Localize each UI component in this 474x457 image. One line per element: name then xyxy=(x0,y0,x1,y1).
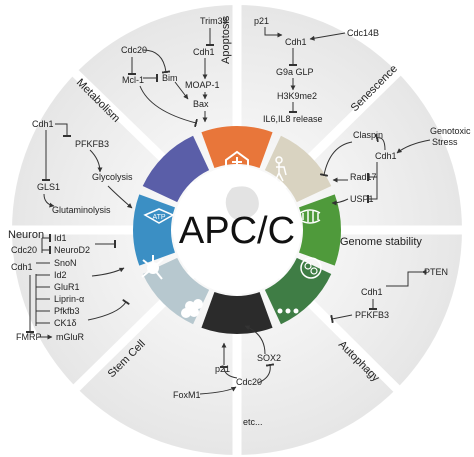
p21-node: p21 xyxy=(254,16,269,26)
gls1-node: GLS1 xyxy=(37,182,60,192)
il6-release-node: IL6,IL8 release xyxy=(263,114,323,124)
metabolism-atp-icon: ATP xyxy=(143,208,175,224)
cdh1-node: Cdh1 xyxy=(11,262,33,272)
claspin-node: Claspin xyxy=(353,130,383,140)
apoptosis-ring-segment xyxy=(201,125,273,168)
genome-stability-pathway: Claspin Genotoxic Stress Cdh1 Rad17 USP1… xyxy=(319,126,471,248)
apoptosis-pathway: Trim39 Cdc20 Cdh1 Mcl-1 Bim MOAP-1 Bax A… xyxy=(121,15,232,128)
mglur-node: mGluR xyxy=(56,332,85,342)
senescence-ring-segment xyxy=(264,135,332,203)
usp1-node: USP1 xyxy=(350,194,374,204)
atp-label: ATP xyxy=(152,214,165,221)
cdh1-node: Cdh1 xyxy=(375,151,397,161)
ellipsis-icon xyxy=(277,308,299,314)
glur1-node: GluR1 xyxy=(54,282,80,292)
glutaminolysis-node: Glutaminolysis xyxy=(52,205,111,215)
snon-node: SnoN xyxy=(54,258,77,268)
sox2-node: SOX2 xyxy=(257,353,281,363)
g9a-glp-node: G9a GLP xyxy=(276,67,314,77)
ck1d-node: CK1δ xyxy=(54,318,77,328)
cdh1-node: Cdh1 xyxy=(285,37,307,47)
pfkfb3-node: PFKFB3 xyxy=(355,310,389,320)
cdh1-node: Cdh1 xyxy=(32,119,54,129)
cdc20-node: Cdc20 xyxy=(11,245,37,255)
apoptosis-icon xyxy=(225,150,249,175)
genome-stability-ring-segment xyxy=(299,194,341,266)
senescence-icon xyxy=(274,156,287,182)
id1-node: Id1 xyxy=(54,233,67,243)
rad17-node: Rad17 xyxy=(350,172,377,182)
mcl1-node: Mcl-1 xyxy=(122,75,144,85)
genome-stability-icon xyxy=(299,209,321,224)
bim-node: Bim xyxy=(162,73,178,83)
cdc20-node: Cdc20 xyxy=(121,45,147,55)
h3k9me2-node: H3K9me2 xyxy=(277,91,317,101)
cdc20-node: Cdc20 xyxy=(236,377,262,387)
liprin-node: Liprin-α xyxy=(54,294,84,304)
foxm1-node: FoxM1 xyxy=(173,390,201,400)
neurod2-node: NeuroD2 xyxy=(54,245,90,255)
cdh1-node: Cdh1 xyxy=(361,287,383,297)
center-disc xyxy=(173,166,301,294)
pfkfb3-node: Pfkfb3 xyxy=(54,306,80,316)
cdc14b-node: Cdc14B xyxy=(347,28,379,38)
autophagy-icon xyxy=(300,257,322,279)
center-shadow-shape xyxy=(225,186,259,220)
apoptosis-label: Apoptosis xyxy=(220,15,232,64)
neuron-pathway: Neuron Cdc20 Id1 NeuroD2 Cdh1 SnoN Id2 G… xyxy=(8,229,130,342)
cdh1-node: Cdh1 xyxy=(193,47,215,57)
pten-node: PTEN xyxy=(424,267,448,277)
id2-node: Id2 xyxy=(54,270,67,280)
trim39-node: Trim39 xyxy=(200,16,228,26)
pfkfb3-node: PFKFB3 xyxy=(75,139,109,149)
fmrp-node: FMRP xyxy=(16,332,42,342)
neuron-icon xyxy=(141,255,164,280)
stress-node: Stress xyxy=(432,137,458,147)
bax-node: Bax xyxy=(193,99,209,109)
neuron-ring-segment xyxy=(133,194,175,266)
moap1-node: MOAP-1 xyxy=(185,80,220,90)
glycolysis-node: Glycolysis xyxy=(92,172,133,182)
neuron-label: Neuron xyxy=(8,229,44,241)
p21-node: p21 xyxy=(215,364,230,374)
genotoxic-node: Genotoxic xyxy=(430,126,471,136)
metabolism-ring-segment xyxy=(142,135,210,203)
center-label: APC/C xyxy=(179,210,295,252)
etc-label: etc... xyxy=(243,417,263,427)
stem-cell-icon xyxy=(181,299,203,318)
etc-ring-segment xyxy=(201,292,273,334)
genome-stability-label: Genome stability xyxy=(340,236,422,248)
